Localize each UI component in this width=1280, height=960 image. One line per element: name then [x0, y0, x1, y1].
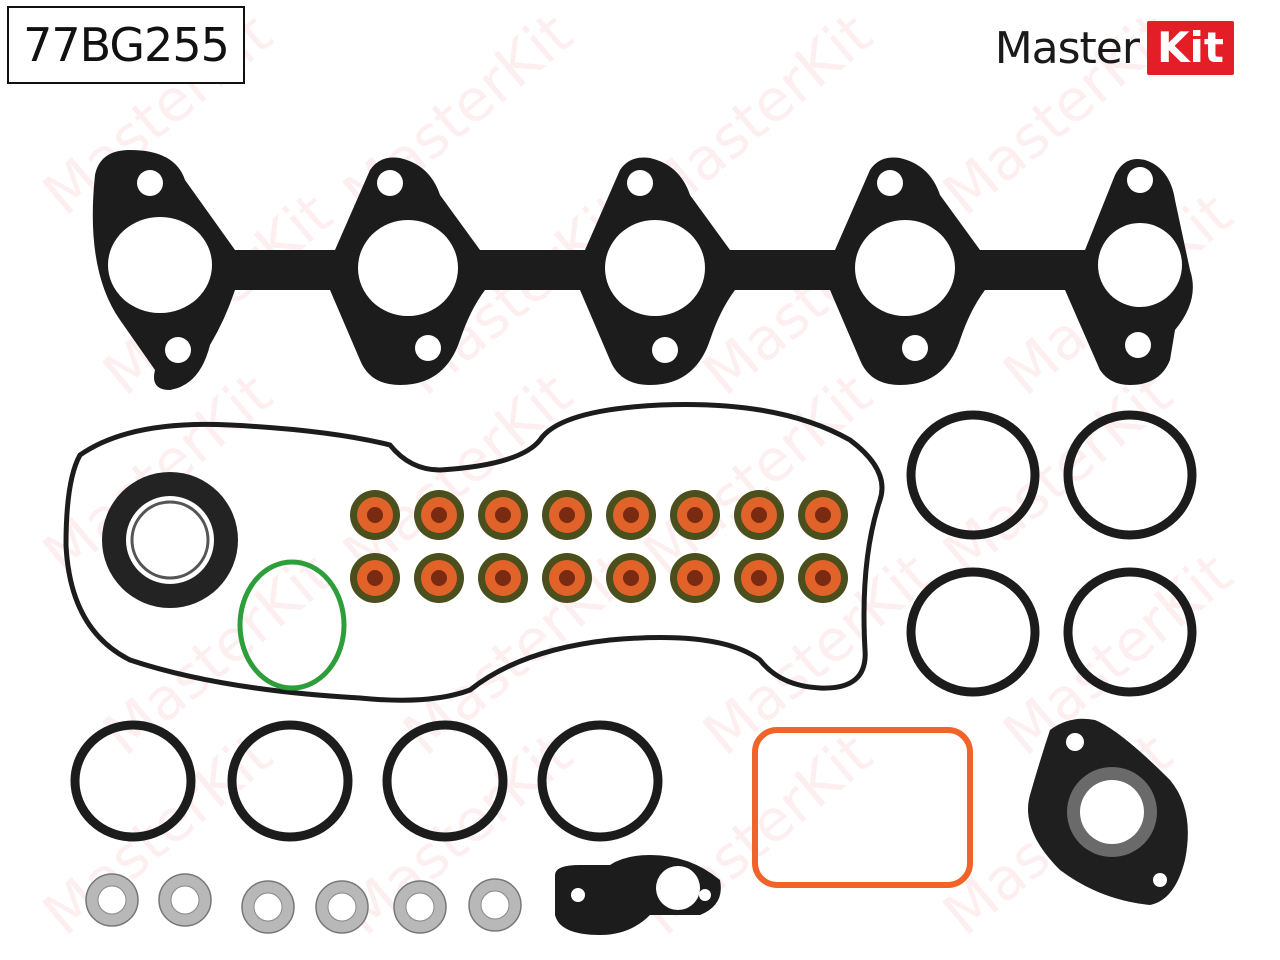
valve-stem-seal	[798, 490, 848, 540]
o-ring	[1063, 567, 1197, 697]
sealing-washers	[85, 873, 522, 934]
washer	[315, 880, 369, 934]
valve-stem-seal	[606, 490, 656, 540]
washer	[241, 880, 295, 934]
valve-stem-seal	[350, 553, 400, 603]
crankshaft-seal	[102, 472, 238, 608]
valve-stem-seal	[478, 490, 528, 540]
valve-stem-seal	[798, 553, 848, 603]
valve-cover-gasket	[63, 401, 885, 703]
brand-logo: Master Kit	[995, 12, 1234, 84]
washer	[393, 880, 447, 934]
egr-flange-gasket	[1028, 718, 1188, 905]
green-o-ring	[237, 559, 347, 691]
o-ring	[906, 567, 1040, 697]
valve-stem-seal	[734, 490, 784, 540]
washer	[158, 873, 212, 927]
part-code-label: 77BG255	[7, 6, 245, 84]
large-o-rings	[906, 410, 1197, 697]
o-ring	[382, 720, 508, 842]
valve-stem-seal	[542, 553, 592, 603]
valve-stem-seal	[414, 490, 464, 540]
valve-stem-seals	[350, 490, 848, 603]
orange-rectangular-gasket	[752, 727, 973, 888]
valve-stem-seal	[734, 553, 784, 603]
valve-stem-seal	[542, 490, 592, 540]
washer	[468, 878, 522, 932]
valve-stem-seal	[478, 553, 528, 603]
o-ring	[70, 720, 196, 842]
brand-box: Kit	[1146, 20, 1234, 76]
brand-word: Master	[994, 22, 1140, 74]
valve-stem-seal	[606, 553, 656, 603]
valve-stem-seal	[350, 490, 400, 540]
exhaust-manifold-gasket	[92, 150, 1193, 390]
o-ring	[1063, 410, 1197, 540]
valve-stem-seal	[670, 553, 720, 603]
small-flange-gasket	[555, 855, 721, 935]
o-ring	[537, 720, 663, 842]
washer	[85, 873, 139, 927]
valve-stem-seal	[670, 490, 720, 540]
o-ring	[227, 720, 353, 842]
medium-o-rings	[70, 720, 663, 842]
valve-stem-seal	[414, 553, 464, 603]
o-ring	[906, 410, 1040, 540]
